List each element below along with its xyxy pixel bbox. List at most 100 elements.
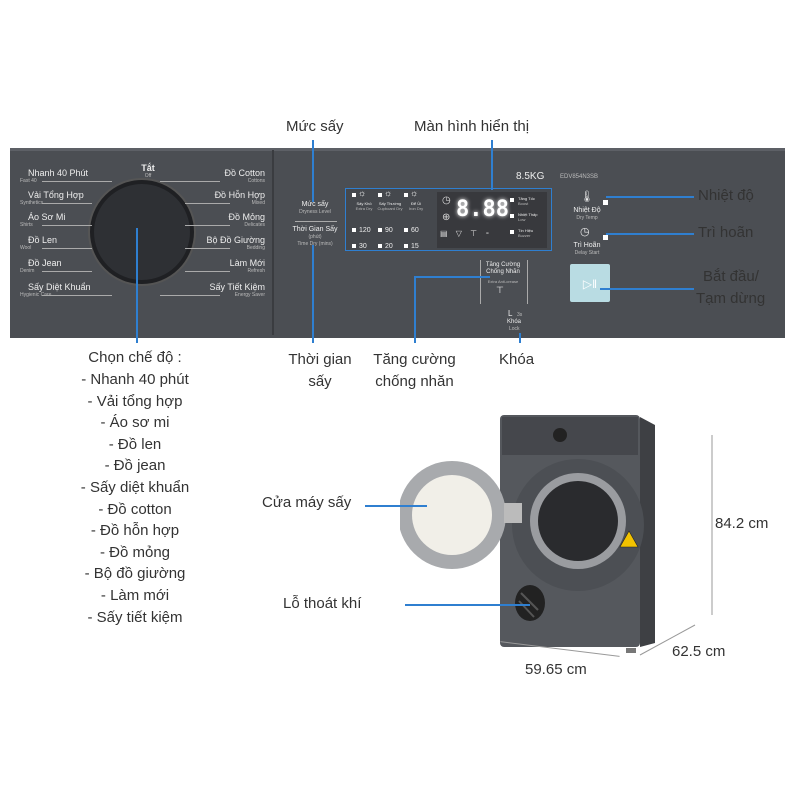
program-option-sub: Fast 40 xyxy=(20,178,37,184)
mode-item: - Nhanh 40 phút xyxy=(81,371,189,388)
program-option-sub: Mixed xyxy=(251,200,265,206)
dryness-option-sub: Iron Dry xyxy=(408,206,424,211)
anticrease-sub: Extra Anti-crease xyxy=(487,279,519,284)
time-checkbox[interactable] xyxy=(352,228,356,232)
side-option[interactable]: Tín Hiệu xyxy=(518,228,534,233)
side-checkbox[interactable] xyxy=(510,230,514,234)
program-option[interactable]: Áo Sơ Mi xyxy=(28,212,66,222)
callout-time-1: Thời gian xyxy=(288,351,352,368)
mode-item: - Sấy diệt khuẩn xyxy=(80,479,190,496)
mode-item: - Vải tổng hợp xyxy=(87,392,183,410)
dimension-lines xyxy=(500,435,713,657)
side-option[interactable]: Tăng Tốc xyxy=(518,196,535,201)
program-tick xyxy=(42,295,112,296)
dryness-checkbox[interactable] xyxy=(352,193,356,197)
dryness-option-sub: Extra Dry xyxy=(355,206,373,211)
time-checkbox[interactable] xyxy=(404,228,408,232)
dryness-option[interactable]: Sấy Thường xyxy=(378,201,402,206)
mode-item: - Đồ jean xyxy=(104,457,166,475)
program-option[interactable]: Nhanh 40 Phút xyxy=(28,168,89,178)
dimension-width: 59.65 cm xyxy=(525,661,587,678)
mode-item: - Đồ cotton xyxy=(98,500,172,518)
program-tick xyxy=(42,181,112,182)
globe-icon: ⊕ xyxy=(442,212,451,223)
dryness-option[interactable]: Sấy Khô xyxy=(356,201,372,206)
off-sub: Off xyxy=(144,173,152,179)
lock-sub: Lock xyxy=(509,326,520,332)
program-option[interactable]: Đồ Hỗn Hợp xyxy=(214,190,265,200)
callout-start-1: Bắt đầu/ xyxy=(703,268,759,285)
program-option[interactable]: Sấy Diệt Khuẩn xyxy=(28,282,91,292)
time-option[interactable]: 60 xyxy=(411,227,419,234)
time-sub: Time Dry (mins) xyxy=(297,241,333,247)
program-option[interactable]: Đồ Mỏng xyxy=(228,212,265,222)
program-option[interactable]: Đồ Jean xyxy=(28,258,62,268)
side-checkbox[interactable] xyxy=(510,214,514,218)
side-option-sub: Buzzer xyxy=(518,233,531,238)
program-option-sub: Hygienic Care xyxy=(20,292,52,298)
dryness-checkbox[interactable] xyxy=(378,193,382,197)
program-option[interactable]: Sấy Tiết Kiệm xyxy=(209,282,265,292)
callout-display: Màn hình hiển thị xyxy=(414,118,530,135)
program-tick xyxy=(160,295,220,296)
time-option[interactable]: 30 xyxy=(359,243,367,250)
time-checkbox[interactable] xyxy=(378,244,382,248)
time-option[interactable]: 120 xyxy=(359,227,371,234)
dryness-sub: Dryness Level xyxy=(299,209,331,215)
drum-interior xyxy=(538,481,618,561)
time-checkbox[interactable] xyxy=(378,228,382,232)
mode-item: - Làm mới xyxy=(100,587,170,604)
time-option[interactable]: 15 xyxy=(411,243,419,250)
dryness-option[interactable]: Để Ủi xyxy=(410,201,421,206)
mode-item: - Đồ mỏng xyxy=(99,543,171,561)
dryness-checkbox[interactable] xyxy=(404,193,408,197)
program-option[interactable]: Vải Tổng Hợp xyxy=(28,190,84,200)
sun-icon: ☼ xyxy=(358,188,367,198)
start-pause-button[interactable]: ▷‖ xyxy=(570,264,610,302)
program-option-sub: Refresh xyxy=(247,268,265,274)
side-option[interactable]: Nhiệt Thấp xyxy=(518,212,538,217)
program-option[interactable]: Làm Mới xyxy=(229,258,265,268)
time-unit: (phút) xyxy=(308,234,322,240)
sun-icon: ☼ xyxy=(384,188,393,198)
mode-item: - Sấy tiết kiệm xyxy=(87,608,183,626)
time-option[interactable]: 20 xyxy=(385,243,393,250)
anticrease-button[interactable] xyxy=(480,260,528,304)
delay-clock-icon: ◷ xyxy=(580,226,590,238)
program-option[interactable]: Bộ Đồ Giường xyxy=(206,235,265,245)
side-checkbox[interactable] xyxy=(510,198,514,202)
lcd-screen xyxy=(437,192,547,248)
callout-start-2: Tạm dừng xyxy=(696,290,766,307)
time-checkbox[interactable] xyxy=(352,244,356,248)
dryer-image xyxy=(400,415,655,653)
time-checkbox[interactable] xyxy=(404,244,408,248)
program-tick xyxy=(42,271,92,272)
program-knob[interactable] xyxy=(90,180,194,284)
dimension-height: 84.2 cm xyxy=(715,515,769,532)
callout-anticrease-2: chống nhăn xyxy=(375,373,454,390)
delay-sub: Delay Start xyxy=(574,250,600,256)
callout-dryness: Mức sấy xyxy=(286,118,344,135)
time-option[interactable]: 90 xyxy=(385,227,393,234)
dimension-depth: 62.5 cm xyxy=(672,643,726,660)
callout-lock: Khóa xyxy=(499,351,535,368)
temp-sub: Dry Temp xyxy=(576,215,598,221)
side-option-sub: Low xyxy=(518,217,526,222)
dryer-knob xyxy=(553,428,567,442)
callout-delay: Trì hoãn xyxy=(698,224,754,241)
program-tick xyxy=(185,225,230,226)
program-option[interactable]: Đồ Cotton xyxy=(224,168,265,178)
callout-temp: Nhiệt độ xyxy=(698,187,754,204)
door-hinge xyxy=(504,503,522,523)
callout-anticrease-1: Tăng cường xyxy=(373,351,456,368)
program-option-sub: Synthetics xyxy=(20,200,44,206)
program-option[interactable]: Đồ Len xyxy=(28,235,58,245)
mode-item: - Áo sơ mi xyxy=(100,414,170,432)
program-tick xyxy=(185,271,230,272)
time-label: Thời Gian Sấy xyxy=(292,226,338,233)
anticrease-label: Tăng Cường Chống Nhăn xyxy=(485,262,521,275)
modes-title: Chọn chế độ : xyxy=(88,349,182,366)
temp-button[interactable]: Nhiệt Độ xyxy=(573,207,601,214)
delay-button[interactable]: Trì Hoãn xyxy=(573,242,601,249)
